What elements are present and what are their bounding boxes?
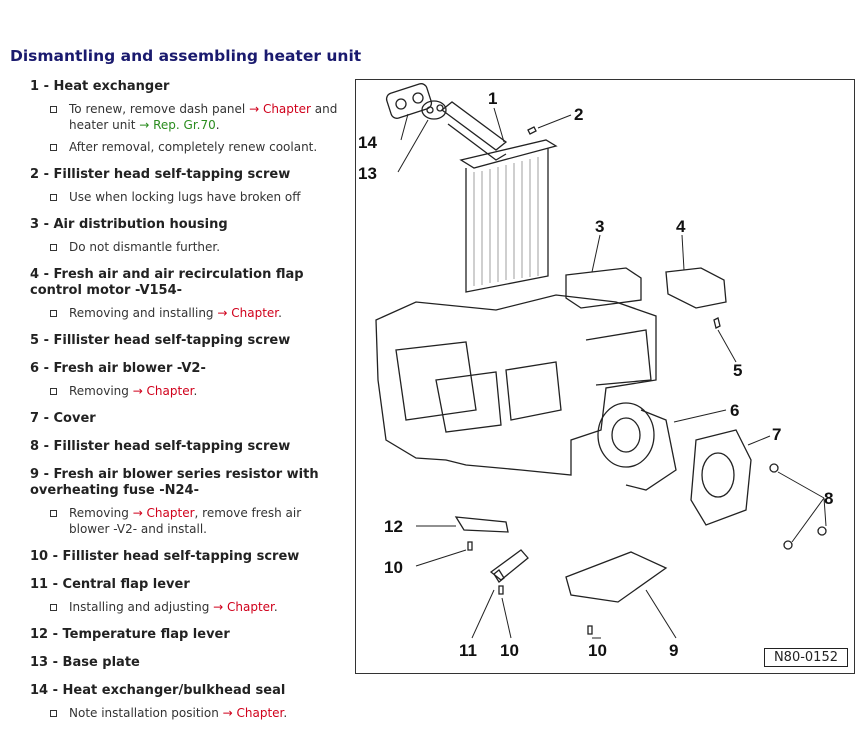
list-item: 5 - Fillister head self-tapping screw bbox=[30, 333, 291, 348]
base-plate-shape bbox=[421, 100, 447, 120]
note-text: Removing and installing bbox=[69, 306, 218, 320]
bulkhead-seal-shape bbox=[385, 83, 433, 119]
chapter-link[interactable]: → Chapter bbox=[213, 600, 274, 614]
note: Removing → Chapter, remove fresh air blo… bbox=[50, 505, 340, 537]
heater-unit-drawing: 1 2 3 4 5 6 7 8 9 10 10 10 11 12 13 14 bbox=[358, 83, 833, 660]
series-resistor bbox=[565, 551, 668, 603]
list-item: 2 - Fillister head self-tapping screw bbox=[30, 167, 291, 182]
note-text: Note installation position bbox=[69, 706, 223, 720]
callout-14: 14 bbox=[358, 133, 377, 152]
bullet-icon bbox=[50, 310, 57, 317]
exploded-view-figure: 1 2 3 4 5 6 7 8 9 10 10 10 11 12 13 14 N… bbox=[355, 79, 855, 674]
note-text: Removing bbox=[69, 506, 133, 520]
callout-10: 10 bbox=[500, 641, 519, 660]
fresh-air-blower bbox=[597, 402, 655, 468]
callout-4: 4 bbox=[676, 217, 686, 236]
list-item: 11 - Central flap lever bbox=[30, 577, 190, 592]
bullet-icon bbox=[50, 388, 57, 395]
note-text: . bbox=[278, 306, 282, 320]
air-distribution-housing bbox=[375, 294, 657, 476]
callout-2: 2 bbox=[574, 105, 583, 124]
chapter-link[interactable]: → Chapter bbox=[249, 102, 311, 116]
list-item: 7 - Cover bbox=[30, 411, 96, 426]
list-item: 14 - Heat exchanger/bulkhead seal bbox=[30, 683, 286, 698]
callout-5: 5 bbox=[733, 361, 742, 380]
note: Use when locking lugs have broken off bbox=[50, 189, 340, 205]
note: To renew, remove dash panel → Chapter an… bbox=[50, 101, 340, 133]
note-text: Installing and adjusting bbox=[69, 600, 214, 614]
callout-13: 13 bbox=[358, 164, 377, 183]
chapter-link[interactable]: → Chapter bbox=[132, 506, 195, 520]
note-text: . bbox=[215, 118, 220, 132]
heat-exchanger-core bbox=[465, 148, 549, 293]
note: Do not dismantle further. bbox=[50, 239, 340, 255]
callout-8: 8 bbox=[824, 489, 833, 508]
callout-12: 12 bbox=[384, 517, 403, 536]
note: After removal, completely renew coolant. bbox=[50, 139, 340, 155]
note: Removing and installing → Chapter. bbox=[50, 305, 340, 321]
bullet-icon bbox=[50, 144, 57, 151]
callout-3: 3 bbox=[595, 217, 604, 236]
list-item: 12 - Temperature flap lever bbox=[30, 627, 230, 642]
note-text: , remove fresh air blower -V2- and insta… bbox=[69, 506, 302, 536]
note-text: Removing bbox=[69, 384, 133, 398]
bullet-icon bbox=[50, 710, 57, 717]
list-item: 1 - Heat exchanger bbox=[30, 79, 170, 94]
list-item: 3 - Air distribution housing bbox=[30, 217, 228, 232]
note-text: Do not dismantle further. bbox=[69, 240, 221, 254]
list-item: 9 - Fresh air blower series resistor wit… bbox=[30, 467, 319, 498]
note-text: . bbox=[283, 706, 288, 720]
note-text: After removal, completely renew coolant. bbox=[69, 140, 318, 154]
list-item: 13 - Base plate bbox=[30, 655, 140, 670]
chapter-link[interactable]: → Chapter bbox=[222, 706, 284, 720]
callout-9: 9 bbox=[669, 641, 678, 660]
temperature-flap-lever bbox=[454, 516, 509, 533]
page-title: Dismantling and assembling heater unit bbox=[10, 47, 362, 65]
screw-2-shape bbox=[527, 126, 537, 135]
central-flap-lever bbox=[489, 549, 529, 581]
screw-8-shape bbox=[769, 463, 779, 473]
bullet-icon bbox=[50, 604, 57, 611]
bullet-icon bbox=[50, 194, 57, 201]
cover-shape bbox=[690, 429, 752, 526]
bullet-icon bbox=[50, 244, 57, 251]
chapter-link[interactable]: → Chapter bbox=[217, 306, 279, 320]
note-text: Use when locking lugs have broken off bbox=[69, 190, 301, 204]
note: Note installation position → Chapter. bbox=[50, 705, 340, 721]
figure-reference: N80-0152 bbox=[763, 648, 848, 667]
screw-5-shape bbox=[713, 317, 721, 329]
callout-10: 10 bbox=[588, 641, 607, 660]
note: Installing and adjusting → Chapter. bbox=[50, 599, 340, 615]
callout-6: 6 bbox=[730, 401, 739, 420]
bullet-icon bbox=[50, 106, 57, 113]
list-item: 10 - Fillister head self-tapping screw bbox=[30, 549, 300, 564]
list-item: 4 - Fresh air and air recirculation flap… bbox=[30, 267, 304, 298]
note-text: To renew, remove dash panel bbox=[69, 102, 250, 116]
rep-gr-link[interactable]: → Rep. Gr.70 bbox=[139, 118, 216, 132]
note: Removing → Chapter. bbox=[50, 383, 340, 399]
list-item: 6 - Fresh air blower -V2- bbox=[30, 361, 206, 376]
chapter-link[interactable]: → Chapter bbox=[132, 384, 194, 398]
callout-11: 11 bbox=[459, 641, 477, 660]
callout-10: 10 bbox=[384, 558, 403, 577]
note-text: and heater unit bbox=[69, 102, 338, 132]
heat-exchanger-tank bbox=[459, 139, 558, 169]
flap-control-motor bbox=[665, 267, 727, 309]
callout-7: 7 bbox=[772, 425, 781, 444]
note-text: . bbox=[273, 600, 278, 614]
list-item: 8 - Fillister head self-tapping screw bbox=[30, 439, 291, 454]
bullet-icon bbox=[50, 510, 57, 517]
callout-1: 1 bbox=[488, 89, 497, 108]
note-text: . bbox=[193, 384, 198, 398]
